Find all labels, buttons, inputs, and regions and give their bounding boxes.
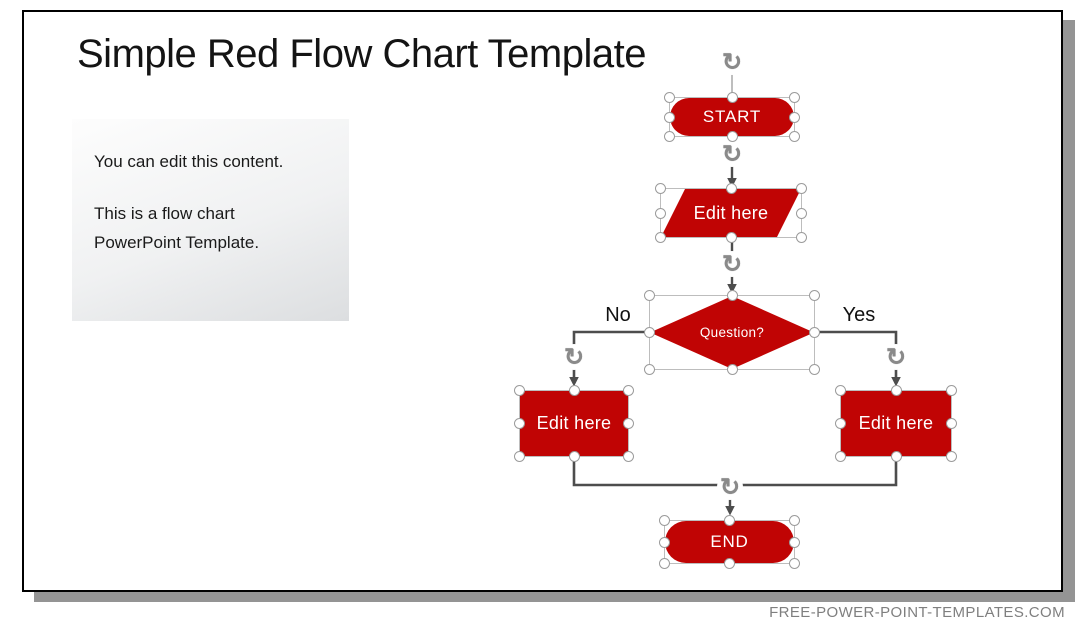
content-line-2: This is a flow chart PowerPoint Template… — [94, 199, 337, 257]
resize-handle-tr[interactable] — [623, 385, 634, 396]
resize-handle-bl[interactable] — [655, 232, 666, 243]
branch-label-yes: Yes — [842, 304, 876, 326]
resize-handle-tm[interactable] — [890, 385, 902, 396]
resize-handle-tr[interactable] — [789, 515, 800, 526]
rotate-handle-icon[interactable]: ↻ — [883, 344, 909, 371]
resize-handle-br[interactable] — [789, 131, 800, 142]
slide-canvas: Simple Red Flow Chart Template You can e… — [22, 10, 1063, 592]
resize-handle-bl[interactable] — [514, 451, 525, 462]
resize-handle-ml[interactable] — [835, 418, 846, 429]
rotate-handle-icon[interactable]: ↻ — [719, 49, 745, 76]
start-shape[interactable] — [670, 98, 794, 136]
resize-handle-bm[interactable] — [890, 451, 902, 462]
node-input[interactable]: Edit here — [655, 183, 807, 243]
decision-label: Question? — [699, 325, 765, 340]
content-line-2a: This is a flow chart — [94, 204, 235, 223]
rotate-handle-icon[interactable]: ↻ — [719, 251, 745, 278]
slide-title: Simple Red Flow Chart Template — [77, 32, 646, 76]
resize-handle-tm[interactable] — [726, 92, 738, 103]
resize-handle-tl[interactable] — [659, 515, 670, 526]
resize-handle-bl[interactable] — [835, 451, 846, 462]
end-shape[interactable] — [665, 521, 794, 563]
rotate-handle-icon[interactable]: ↻ — [717, 474, 743, 501]
resize-handle-br[interactable] — [946, 451, 957, 462]
resize-handle-tl[interactable] — [835, 385, 846, 396]
node-decision[interactable]: Question? — [644, 290, 820, 375]
arrowhead-icon — [725, 506, 735, 516]
arrowhead-icon — [727, 178, 737, 188]
resize-handle-tl[interactable] — [664, 92, 675, 103]
resize-handle-tl[interactable] — [655, 183, 666, 194]
resize-handle-mr[interactable] — [789, 536, 800, 548]
resize-handle-tl[interactable] — [514, 385, 525, 396]
input-shape[interactable] — [661, 189, 801, 237]
resize-handle-br[interactable] — [796, 232, 807, 243]
resize-handle-br[interactable] — [809, 364, 820, 375]
resize-handle-bm[interactable] — [726, 131, 738, 142]
arrowhead-icon — [569, 377, 579, 387]
resize-handle-mr[interactable] — [946, 418, 957, 429]
resize-handle-tr[interactable] — [809, 290, 820, 301]
resize-handle-mr[interactable] — [623, 418, 634, 429]
resize-handle-br[interactable] — [789, 558, 800, 569]
resize-handle-mr[interactable] — [809, 327, 820, 338]
resize-handle-bm[interactable] — [725, 232, 737, 243]
footer-site-url: FREE-POWER-POINT-TEMPLATES.COM — [769, 604, 1065, 621]
resize-handle-tl[interactable] — [644, 290, 655, 301]
resize-handle-mr[interactable] — [796, 207, 807, 219]
arrowhead-icon — [727, 284, 737, 294]
process-left-shape[interactable] — [520, 391, 628, 456]
resize-handle-mr[interactable] — [789, 111, 800, 123]
resize-handle-ml[interactable] — [644, 327, 655, 338]
connector-lines — [569, 62, 901, 516]
content-line-2b: PowerPoint Template. — [94, 233, 260, 252]
resize-handle-bm[interactable] — [568, 451, 580, 462]
resize-handle-ml[interactable] — [514, 418, 525, 429]
process-right-label: Edit here — [858, 413, 934, 433]
resize-handle-br[interactable] — [623, 451, 634, 462]
node-start[interactable]: START — [664, 92, 800, 142]
resize-handle-tm[interactable] — [568, 385, 580, 396]
resize-handle-tr[interactable] — [789, 92, 800, 103]
resize-handle-tm[interactable] — [725, 183, 737, 194]
start-label: START — [702, 107, 762, 126]
resize-handle-tr[interactable] — [946, 385, 957, 396]
resize-handle-tm[interactable] — [726, 290, 738, 301]
branch-label-no: No — [605, 304, 631, 326]
node-end[interactable]: END — [659, 515, 800, 569]
end-label: END — [710, 532, 749, 551]
node-process-left[interactable]: Edit here — [514, 385, 634, 462]
resize-handle-ml[interactable] — [664, 111, 675, 123]
resize-handle-bl[interactable] — [644, 364, 655, 375]
resize-handle-tr[interactable] — [796, 183, 807, 194]
input-label: Edit here — [693, 202, 769, 223]
rotate-handle-icon[interactable]: ↻ — [719, 141, 745, 168]
resize-handle-tm[interactable] — [724, 515, 735, 526]
process-right-shape[interactable] — [841, 391, 951, 456]
content-line-1: You can edit this content. — [94, 152, 284, 171]
resize-handle-ml[interactable] — [659, 536, 670, 548]
resize-handle-ml[interactable] — [655, 207, 666, 219]
resize-handle-bm[interactable] — [724, 558, 735, 569]
node-process-right[interactable]: Edit here — [835, 385, 957, 462]
resize-handle-bl[interactable] — [659, 558, 670, 569]
content-text-box[interactable]: You can edit this content. This is a flo… — [72, 119, 349, 321]
resize-handle-bl[interactable] — [664, 131, 675, 142]
process-left-label: Edit here — [536, 413, 612, 433]
rotate-handle-icon[interactable]: ↻ — [561, 344, 587, 371]
arrowhead-icon — [891, 377, 901, 387]
resize-handle-bm[interactable] — [726, 364, 738, 375]
